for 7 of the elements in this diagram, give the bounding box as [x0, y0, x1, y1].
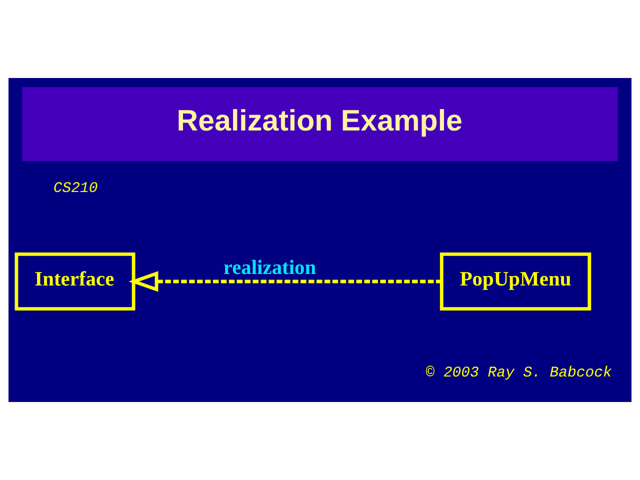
- label: © 2003 Ray S. Babcock: [426, 365, 612, 382]
- diagram-title: Realization Example: [176, 104, 462, 138]
- node-box: Interface: [14, 252, 136, 310]
- node-box: PopUpMenu: [440, 252, 592, 310]
- label: CS210: [53, 181, 98, 198]
- edge-label: realization: [223, 256, 316, 279]
- arrow: [128, 271, 442, 292]
